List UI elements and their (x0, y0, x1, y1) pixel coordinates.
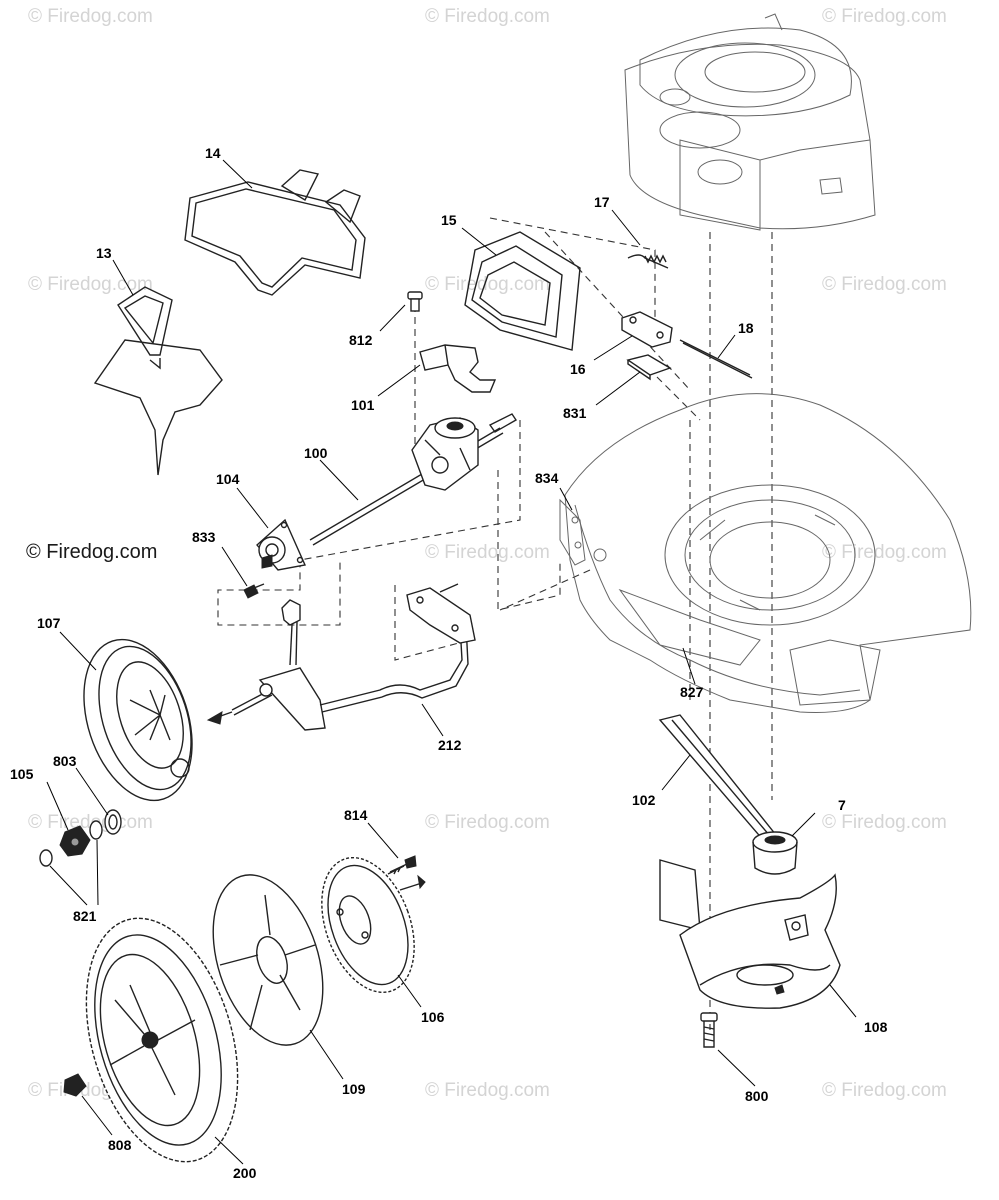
label-104: 104 (216, 471, 240, 487)
plate-part (626, 354, 672, 381)
label-200: 200 (233, 1165, 257, 1181)
hub-cap-107 (83, 638, 193, 802)
wheel-hardware (39, 809, 122, 867)
label-827: 827 (680, 684, 704, 700)
label-100: 100 (304, 445, 328, 461)
watermark: © Firedog.com (28, 6, 153, 27)
height-adjuster-part (206, 583, 476, 731)
wheel-insert-part (212, 874, 324, 1046)
mulch-chute-part (93, 286, 223, 476)
label-16: 16 (570, 361, 586, 377)
watermark: © Firedog.com (425, 1080, 550, 1101)
label-102: 102 (632, 792, 656, 808)
watermark: © Firedog.com (425, 6, 550, 27)
engine (624, 13, 876, 231)
assembly-lines (217, 217, 773, 1030)
rear-flap-part (464, 231, 581, 351)
bracket-101 (419, 344, 497, 393)
hinge-bracket-part (621, 311, 673, 348)
watermark: © Firedog.com (425, 812, 550, 833)
label-13: 13 (96, 245, 112, 261)
watermark: © Firedog.com (28, 812, 153, 833)
watermarks: © Firedog.com © Firedog.com © Firedog.co… (26, 6, 947, 1101)
label-106: 106 (421, 1009, 445, 1025)
watermark: © Firedog.com (822, 274, 947, 295)
watermark: © Firedog.com (425, 542, 550, 563)
watermark: © Firedog.com (822, 812, 947, 833)
label-834: 834 (535, 470, 559, 486)
label-107: 107 (37, 615, 61, 631)
label-808: 808 (108, 1137, 132, 1153)
watermark: © Firedog.com (425, 274, 550, 295)
label-833: 833 (192, 529, 216, 545)
watermark: © Firedog.com (822, 542, 947, 563)
watermark: © Firedog.com (28, 274, 153, 295)
label-108: 108 (864, 1019, 888, 1035)
label-14: 14 (205, 145, 221, 161)
spring-part (627, 254, 669, 269)
label-814: 814 (344, 807, 368, 823)
screw-814 (387, 855, 417, 875)
label-803: 803 (53, 753, 77, 769)
baffle-part (659, 859, 841, 1009)
blade-part (658, 714, 781, 849)
label-17: 17 (594, 194, 610, 210)
blade-adapter-part (752, 831, 798, 875)
watermark: © Firedog.com (822, 6, 947, 27)
bag-frame-part (184, 169, 366, 296)
label-821: 821 (73, 908, 97, 924)
label-18: 18 (738, 320, 754, 336)
wheel-part (63, 917, 239, 1163)
main-watermark: © Firedog.com (26, 541, 157, 563)
label-15: 15 (441, 212, 457, 228)
label-800: 800 (745, 1088, 769, 1104)
screw-833 (243, 583, 265, 599)
label-212: 212 (438, 737, 462, 753)
bearing-part (256, 518, 307, 571)
watermark: © Firedog.com (822, 1080, 947, 1101)
label-109: 109 (342, 1081, 366, 1097)
deck (559, 393, 972, 713)
label-831: 831 (563, 405, 587, 421)
transmission-part (309, 413, 517, 546)
drive-gear-part (321, 856, 426, 994)
label-7: 7 (838, 797, 846, 813)
label-105: 105 (10, 766, 34, 782)
label-101: 101 (351, 397, 375, 413)
bolt-812 (407, 291, 423, 312)
bolt-800 (700, 1012, 718, 1048)
label-812: 812 (349, 332, 373, 348)
part-number-labels: 14 13 15 17 18 16 831 812 101 100 104 83… (10, 145, 888, 1181)
rod-part (679, 339, 753, 379)
leader-lines (46, 159, 857, 1165)
